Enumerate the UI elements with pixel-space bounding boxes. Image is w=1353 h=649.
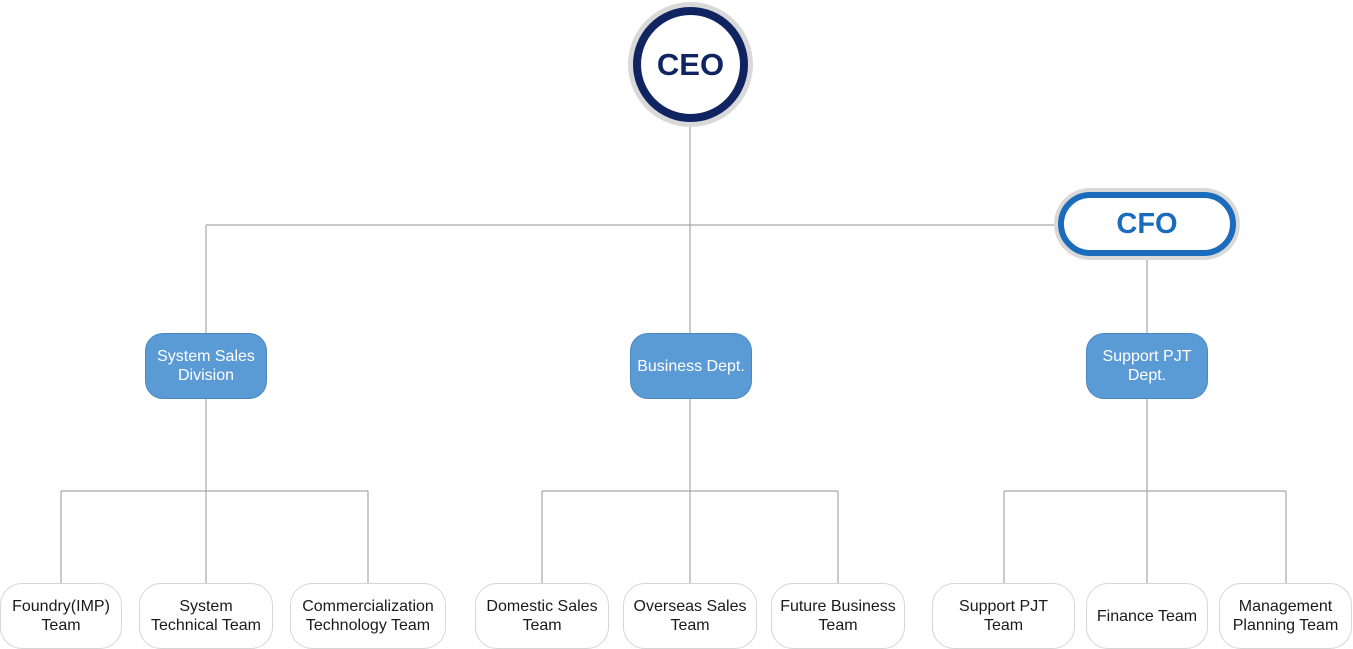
ceo-label: CEO (633, 7, 748, 122)
dept-system-sales-division: System Sales Division (145, 333, 267, 399)
team-label: Support PJT Team (959, 598, 1048, 634)
team-overseas-sales: Overseas Sales Team (623, 583, 757, 649)
ceo-node: CEO (628, 2, 753, 127)
dept-label: System Sales Division (157, 348, 255, 384)
team-label: Management Planning Team (1232, 598, 1339, 634)
team-label: Foundry(IMP) Team (12, 598, 110, 634)
team-label: Overseas Sales Team (633, 598, 747, 634)
team-label: Domestic Sales Team (486, 598, 598, 634)
cfo-node: CFO (1054, 188, 1240, 260)
team-commercialization-technology: Commercialization Technology Team (290, 583, 446, 649)
team-label: System Technical Team (151, 598, 261, 634)
team-management-planning: Management Planning Team (1219, 583, 1352, 649)
dept-label: Business Dept. (637, 357, 745, 375)
team-support-pjt: Support PJT Team (932, 583, 1075, 649)
cfo-label: CFO (1058, 192, 1236, 256)
team-label: Finance Team (1096, 607, 1198, 625)
dept-business: Business Dept. (630, 333, 752, 399)
team-label: Commercialization Technology Team (302, 598, 434, 634)
team-domestic-sales: Domestic Sales Team (475, 583, 609, 649)
dept-label: Support PJT Dept. (1102, 348, 1192, 384)
team-label: Future Business Team (780, 598, 896, 634)
dept-support-pjt: Support PJT Dept. (1086, 333, 1208, 399)
team-foundry-imp: Foundry(IMP) Team (0, 583, 122, 649)
team-future-business: Future Business Team (771, 583, 905, 649)
team-system-technical: System Technical Team (139, 583, 273, 649)
team-finance: Finance Team (1086, 583, 1208, 649)
